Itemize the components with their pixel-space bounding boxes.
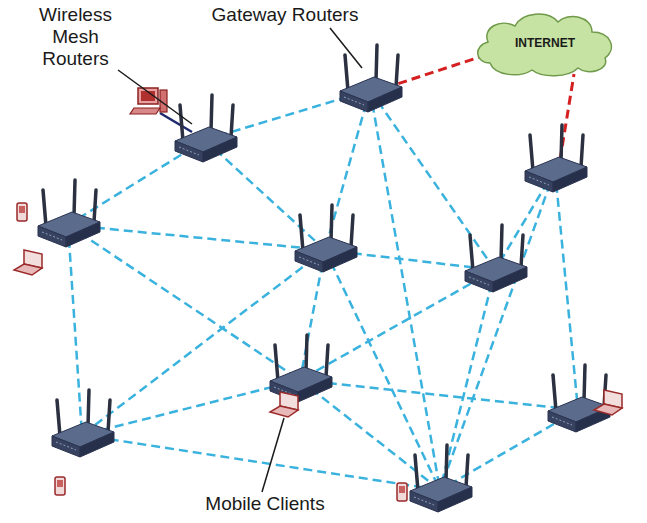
- internet-cloud: INTERNET: [470, 8, 620, 78]
- annotation-label: Mobile Clients: [175, 493, 355, 515]
- router-icons: [38, 45, 610, 512]
- annotation-label: Gateway Routers: [200, 4, 370, 26]
- annotation-label: Wireless Mesh Routers: [28, 4, 123, 70]
- node-text: INTERNET: [515, 36, 575, 50]
- wired-link: [160, 113, 192, 132]
- mesh-links: [68, 90, 578, 490]
- client-icons: [14, 88, 622, 501]
- leader-lines: [118, 28, 362, 492]
